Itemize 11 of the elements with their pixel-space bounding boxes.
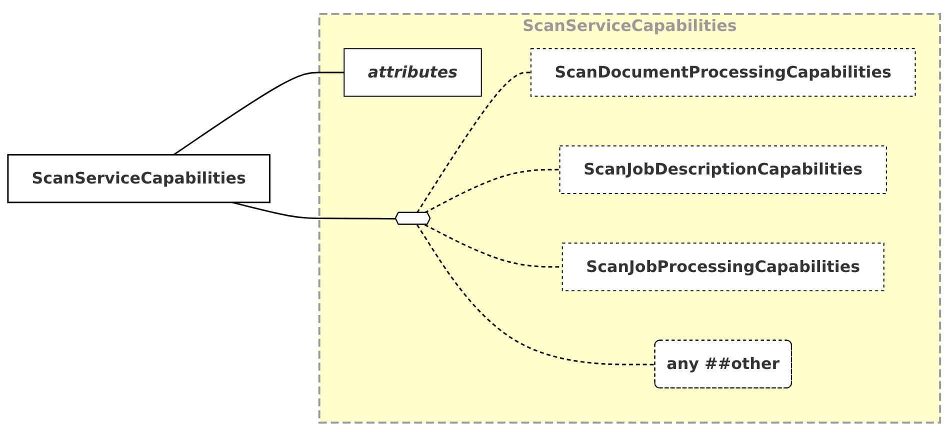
node-box: ScanJobDescriptionCapabilities xyxy=(559,145,887,194)
connector xyxy=(173,71,344,156)
connector xyxy=(424,168,560,214)
node-box: ScanServiceCapabilities xyxy=(7,154,270,203)
connector xyxy=(416,71,531,213)
connector xyxy=(416,224,656,366)
node-box: ScanJobProcessingCapabilities xyxy=(562,242,884,291)
connector xyxy=(424,224,562,268)
node-box: attributes xyxy=(344,48,482,96)
node-box: ScanDocumentProcessingCapabilities xyxy=(530,48,916,96)
connector xyxy=(232,201,396,220)
